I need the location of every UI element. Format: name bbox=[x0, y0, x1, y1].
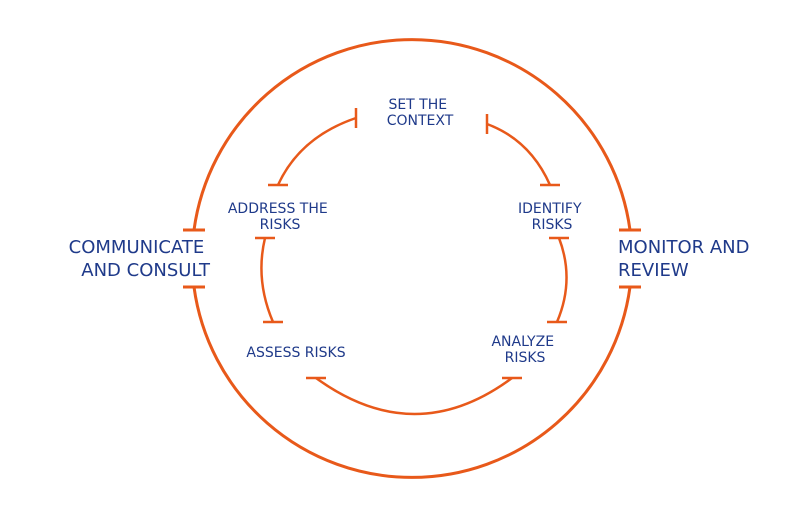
outer-label-communicate-consult: COMMUNICATE AND CONSULT bbox=[69, 237, 211, 281]
outer-arc-top bbox=[192, 38, 632, 231]
outer-cycle bbox=[183, 38, 641, 479]
inner-arc-address-to-context bbox=[276, 116, 357, 186]
step-label-analyze-risks: ANALYZE RISKS bbox=[491, 334, 558, 366]
inner-arc-analyze-to-assess bbox=[315, 376, 513, 416]
inner-arc-identify-to-analyze bbox=[555, 237, 568, 323]
step-label-assess-risks: ASSESS RISKS bbox=[246, 345, 345, 361]
step-label-address-risks: ADDRESS THE RISKS bbox=[228, 201, 332, 233]
outer-arc-bottom bbox=[192, 286, 632, 479]
inner-arc-context-to-identify bbox=[486, 122, 552, 186]
step-label-identify-risks: IDENTIFY RISKS bbox=[518, 201, 586, 233]
inner-arc-assess-to-address bbox=[260, 237, 275, 323]
outer-label-monitor-review: MONITOR AND REVIEW bbox=[618, 237, 755, 281]
inner-cycle bbox=[255, 108, 569, 416]
step-label-set-context: SET THE CONTEXT bbox=[387, 97, 454, 129]
